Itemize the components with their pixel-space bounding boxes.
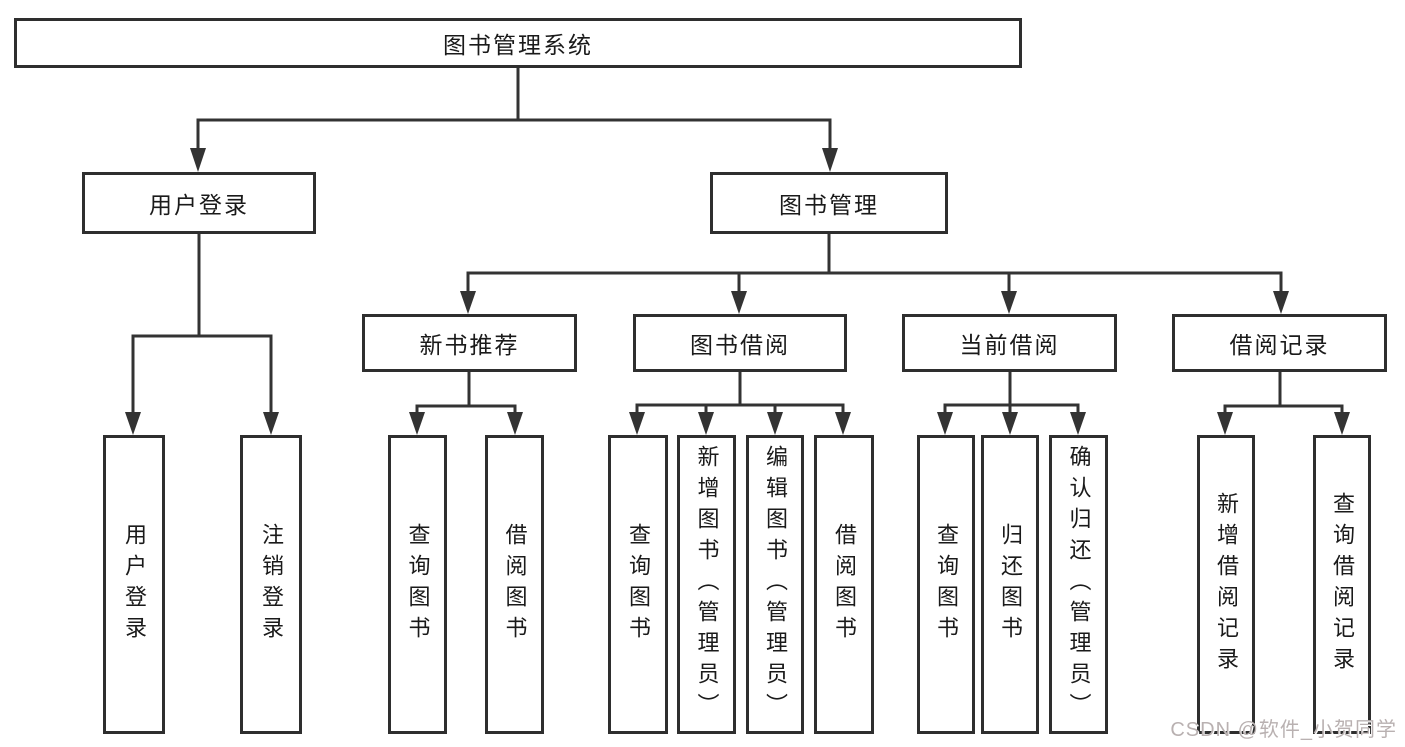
leaf-bb-add-books: 新增图书（管理员）: [677, 435, 736, 734]
leaf-user-login: 用户登录: [103, 435, 165, 734]
node-borrowing-records: 借阅记录: [1172, 314, 1387, 372]
leaf-logout: 注销登录: [240, 435, 302, 734]
csdn-watermark: CSDN @软件_小贺同学: [1170, 719, 1397, 741]
leaf-nbr-query-books: 查询图书: [388, 435, 447, 734]
leaf-nbr-borrow-books: 借阅图书: [485, 435, 544, 734]
node-new-book-recommend: 新书推荐: [362, 314, 577, 372]
leaf-cb-confirm-return: 确认归还（管理员）: [1049, 435, 1108, 734]
leaf-br-add-record: 新增借阅记录: [1197, 435, 1255, 734]
node-book-management: 图书管理: [710, 172, 948, 234]
node-book-borrowing: 图书借阅: [633, 314, 847, 372]
node-current-borrowing: 当前借阅: [902, 314, 1117, 372]
leaf-br-query-record: 查询借阅记录: [1313, 435, 1371, 734]
node-root-system: 图书管理系统: [14, 18, 1022, 68]
leaf-bb-edit-books: 编辑图书（管理员）: [746, 435, 804, 734]
leaf-cb-return-books: 归还图书: [981, 435, 1039, 734]
leaf-bb-borrow-books: 借阅图书: [814, 435, 874, 734]
leaf-bb-query-books: 查询图书: [608, 435, 668, 734]
leaf-cb-query-books: 查询图书: [917, 435, 975, 734]
node-user-login: 用户登录: [82, 172, 316, 234]
